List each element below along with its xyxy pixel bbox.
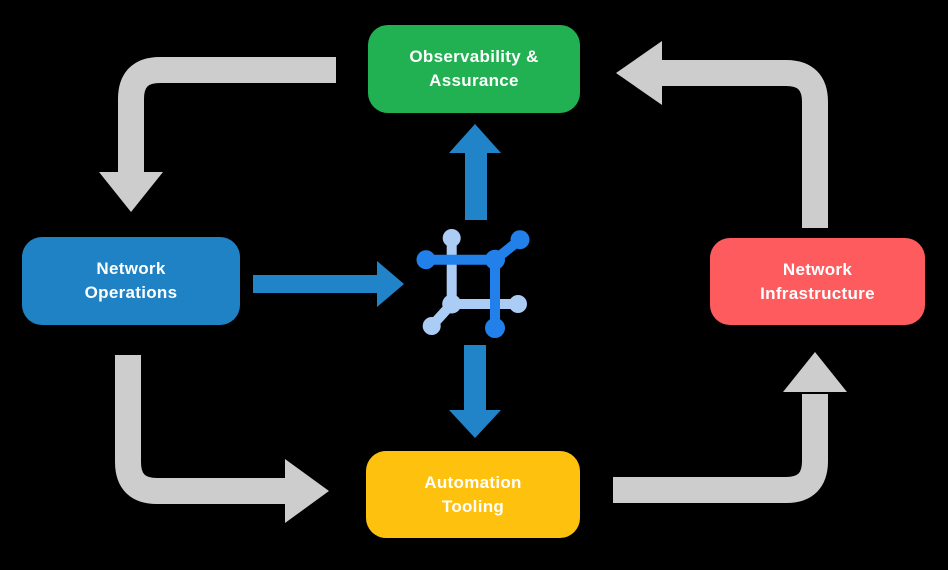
arrow-network-operations-to-automation-tooling: [115, 355, 329, 523]
arrow-observability-to-network-operations: [99, 57, 336, 212]
node-network-operations: Network Operations: [22, 237, 240, 325]
node-label-line: Assurance: [429, 71, 519, 90]
node-network-infrastructure: Network Infrastructure: [710, 238, 925, 325]
node-observability-assurance: Observability & Assurance: [368, 25, 580, 113]
arrow-network-infrastructure-to-observability: [616, 41, 828, 228]
network-hub-icon: [416, 229, 530, 338]
node-label-line: Automation: [424, 472, 522, 492]
arrow-automation-tooling-to-network-infrastructure: [613, 352, 847, 503]
node-automation-tooling: Automation Tooling: [366, 451, 580, 538]
node-label-line: Tooling: [441, 496, 505, 516]
arrow-network-operations-to-center: [253, 261, 404, 307]
node-label-line: Operations: [84, 283, 178, 302]
node-label-line: Observability &: [409, 47, 539, 66]
node-label-line: Network: [782, 259, 853, 279]
arrow-center-to-observability: [449, 124, 501, 220]
node-label-line: Network: [96, 259, 166, 278]
arrow-center-to-automation-tooling: [449, 345, 501, 438]
node-label-line: Infrastructure: [760, 283, 875, 303]
